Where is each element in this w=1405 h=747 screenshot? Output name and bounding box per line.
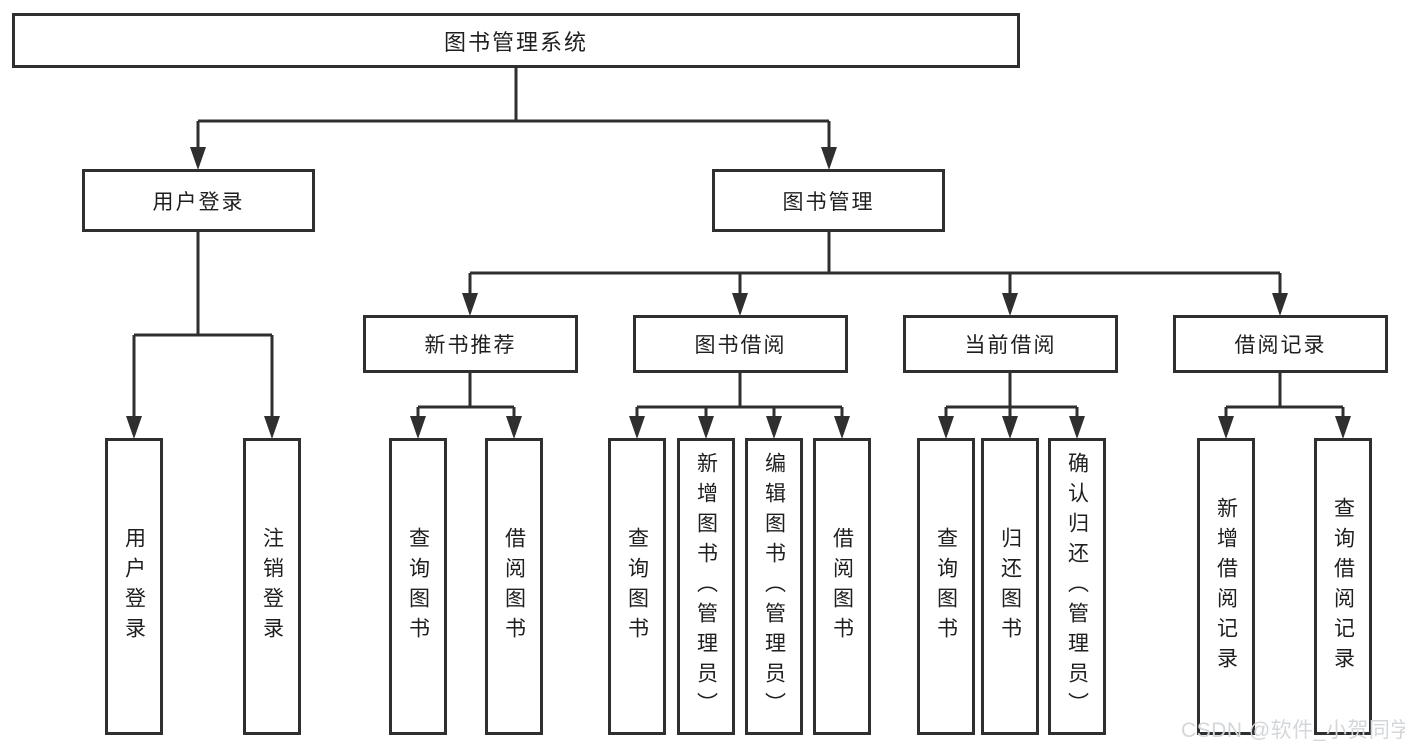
node-return-book: 归还图书 — [981, 438, 1039, 735]
arrow-down-icon — [126, 416, 142, 439]
node-logout-action: 注销登录 — [243, 438, 301, 735]
node-query-borrow-record: 查询借阅记录 — [1314, 438, 1372, 735]
node-query-books: 查询图书 — [917, 438, 975, 735]
csdn-watermark: CSDN @软件_小贺同学 — [1181, 719, 1405, 742]
arrow-down-icon — [1002, 293, 1018, 316]
node-book-borrowing: 图书借阅 — [633, 315, 848, 373]
node-user-login-action: 用户登录 — [105, 438, 163, 735]
node-add-book-admin: 新增图书（管理员） — [677, 438, 735, 735]
arrow-down-icon — [821, 147, 837, 170]
arrow-down-icon — [1272, 293, 1288, 316]
connector-borrowing-records-branch — [1224, 373, 1345, 417]
arrow-down-icon — [506, 416, 522, 439]
node-borrowing-records: 借阅记录 — [1173, 315, 1388, 373]
node-query-books: 查询图书 — [608, 438, 666, 735]
arrow-down-icon — [462, 293, 478, 316]
node-add-borrow-record: 新增借阅记录 — [1197, 438, 1255, 735]
connector-new-book-branch — [416, 373, 516, 417]
node-current-borrowing: 当前借阅 — [903, 315, 1118, 373]
node-edit-book-admin: 编辑图书（管理员） — [745, 438, 803, 735]
arrow-down-icon — [1002, 416, 1018, 439]
node-confirm-return-admin: 确认归还（管理员） — [1048, 438, 1106, 735]
arrow-down-icon — [410, 416, 426, 439]
arrow-down-icon — [190, 147, 206, 170]
node-user-login: 用户登录 — [82, 169, 315, 232]
arrow-down-icon — [732, 293, 748, 316]
node-query-books: 查询图书 — [389, 438, 447, 735]
arrow-down-icon — [834, 416, 850, 439]
arrow-down-icon — [698, 416, 714, 439]
connector-book-management-branch — [468, 232, 1282, 294]
node-new-book-recommendation: 新书推荐 — [363, 315, 578, 373]
arrow-down-icon — [1218, 416, 1234, 439]
node-library-management-system: 图书管理系统 — [12, 13, 1020, 68]
arrow-down-icon — [264, 416, 280, 439]
node-borrow-books: 借阅图书 — [813, 438, 871, 735]
connector-book-borrowing-branch — [635, 373, 844, 417]
node-book-management: 图书管理 — [712, 169, 945, 232]
arrow-down-icon — [629, 416, 645, 439]
arrow-down-icon — [1335, 416, 1351, 439]
connector-user-login-branch — [132, 232, 274, 417]
connector-root-to-level2 — [196, 68, 831, 149]
arrow-down-icon — [938, 416, 954, 439]
connector-current-borrowing-branch — [944, 373, 1079, 417]
node-borrow-books: 借阅图书 — [485, 438, 543, 735]
arrow-down-icon — [766, 416, 782, 439]
arrow-down-icon — [1069, 416, 1085, 439]
